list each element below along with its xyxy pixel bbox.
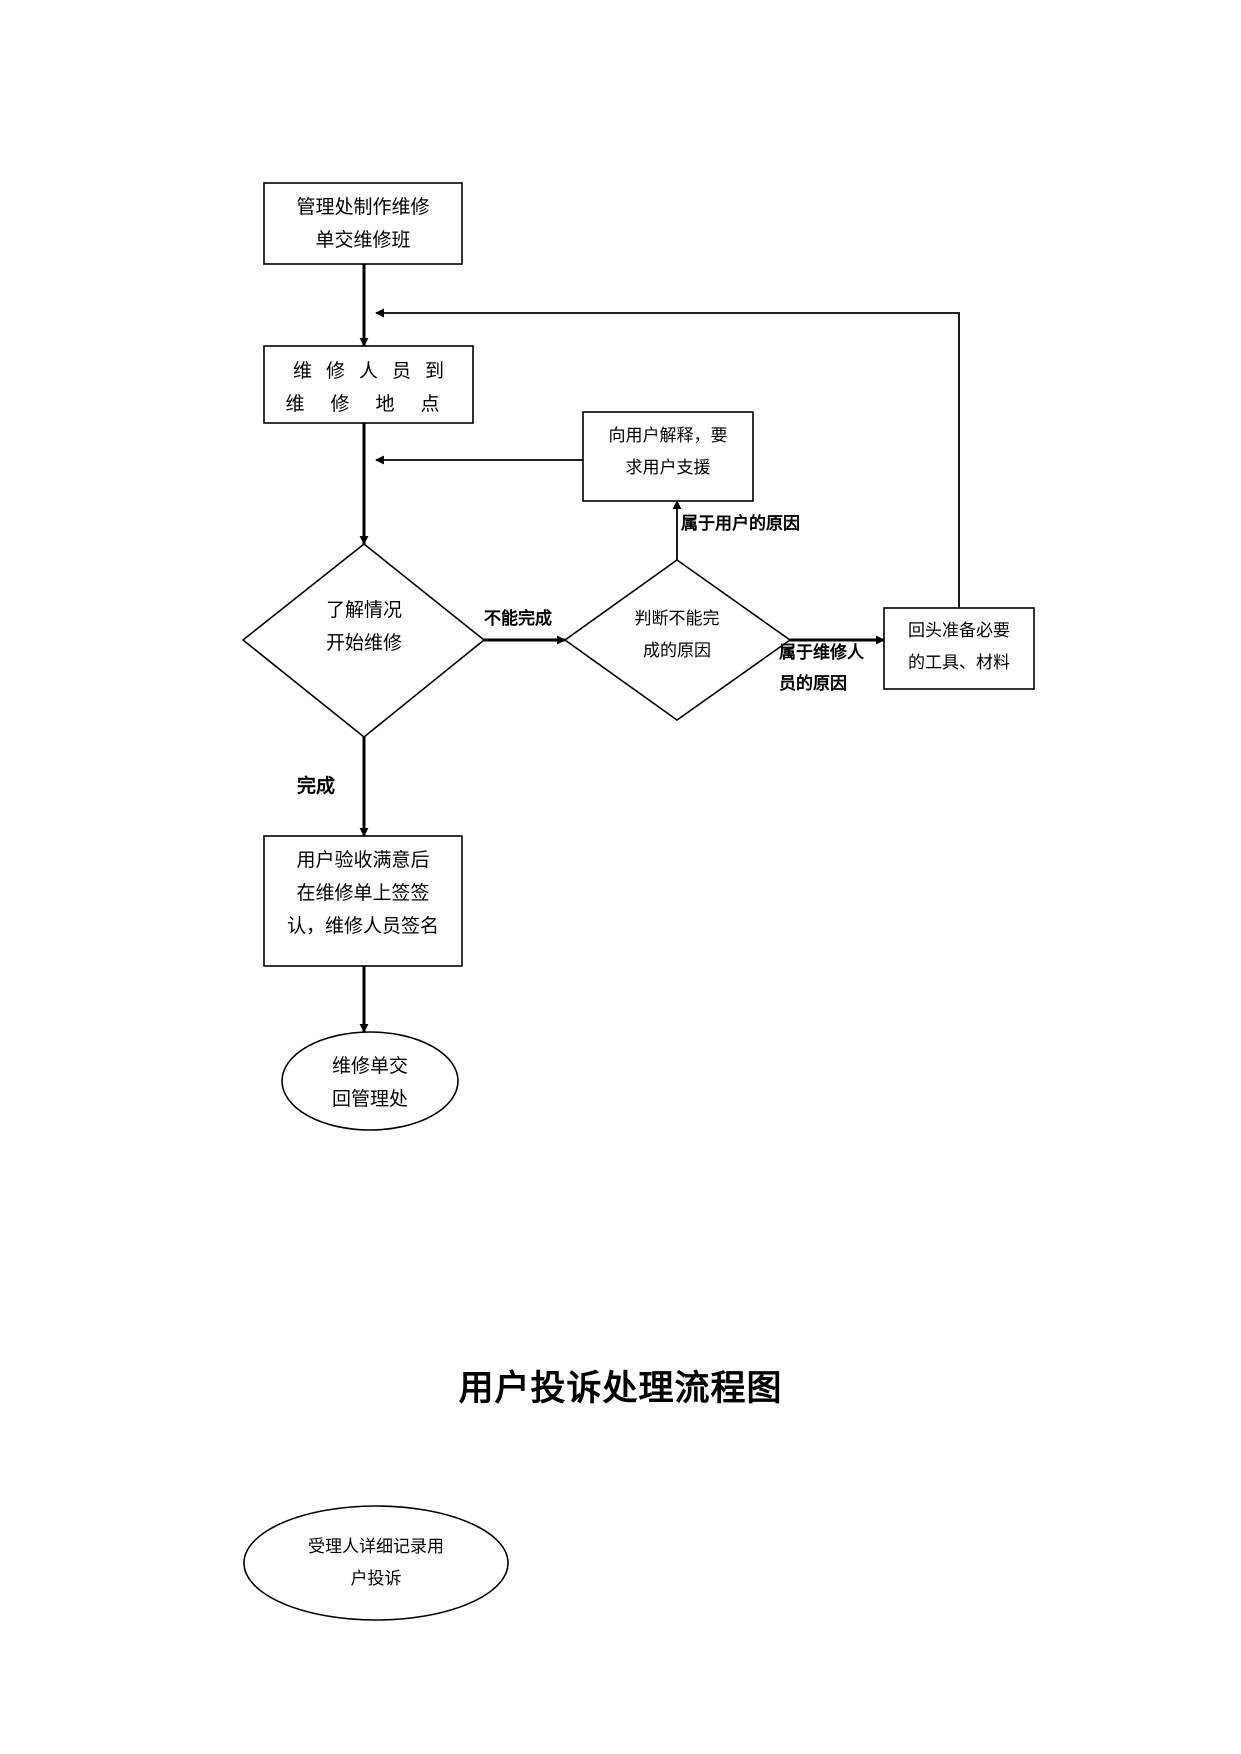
arrive-site-line2: 维修地点 bbox=[285, 393, 466, 415]
create-order-text: 管理处制作维修 单交维修班 bbox=[264, 191, 462, 257]
user-accept-line2: 在维修单上签签 bbox=[296, 882, 430, 904]
user-accept-line1: 用户验收满意后 bbox=[296, 849, 430, 871]
judge-reason-line2: 成的原因 bbox=[643, 641, 711, 661]
record-complaint-line1: 受理人详细记录用 bbox=[308, 1537, 444, 1557]
explain-to-user-text: 向用户解释，要 求用户支援 bbox=[583, 420, 753, 484]
prepare-tools-line1: 回头准备必要 bbox=[908, 621, 1010, 641]
user-accept-box bbox=[263, 835, 463, 967]
return-order-ellipse bbox=[281, 1031, 459, 1131]
create-order-box bbox=[263, 182, 463, 265]
explain-to-user-line1: 向用户解释，要 bbox=[608, 426, 728, 446]
prepare-tools-box bbox=[883, 607, 1035, 690]
user-accept-line3: 认，维修人员签名 bbox=[286, 915, 439, 937]
create-order-line1: 管理处制作维修 bbox=[296, 196, 430, 218]
return-order-text: 维修单交 回管理处 bbox=[300, 1050, 440, 1116]
record-complaint-ellipse bbox=[243, 1505, 509, 1621]
record-complaint-line2: 户投诉 bbox=[350, 1569, 402, 1589]
label-cannot-complete: 不能完成 bbox=[484, 609, 552, 629]
understand-repair-line1: 了解情况 bbox=[325, 599, 402, 621]
arrive-site-box bbox=[263, 345, 474, 424]
arrive-site-line1: 维修人员到 bbox=[292, 360, 458, 382]
label-staff-reason-line2: 员的原因 bbox=[779, 674, 847, 694]
page-title: 用户投诉处理流程图 bbox=[458, 1368, 783, 1409]
prepare-tools-line2: 的工具、材料 bbox=[908, 653, 1010, 673]
explain-to-user-line2: 求用户支援 bbox=[625, 458, 711, 478]
edge-prepare-to-main bbox=[375, 308, 960, 608]
label-complete: 完成 bbox=[297, 775, 336, 797]
label-user-reason: 属于用户的原因 bbox=[681, 514, 800, 534]
understand-repair-text: 了解情况 开始维修 bbox=[294, 594, 434, 660]
return-order-line2: 回管理处 bbox=[331, 1088, 408, 1110]
create-order-line2: 单交维修班 bbox=[315, 229, 411, 251]
arrive-site-text: 维修人员到 维修地点 bbox=[278, 355, 473, 421]
judge-reason-diamond bbox=[563, 559, 792, 721]
judge-reason-line1: 判断不能完 bbox=[634, 609, 720, 629]
judge-reason-text: 判断不能完 成的原因 bbox=[612, 603, 742, 667]
label-staff-reason: 属于维修人 员的原因 bbox=[779, 638, 864, 700]
label-staff-reason-line1: 属于维修人 bbox=[779, 643, 864, 663]
understand-repair-line2: 开始维修 bbox=[325, 632, 402, 654]
explain-to-user-box bbox=[582, 411, 754, 502]
return-order-line1: 维修单交 bbox=[331, 1055, 408, 1077]
user-accept-text: 用户验收满意后 在维修单上签签 认，维修人员签名 bbox=[264, 844, 462, 943]
prepare-tools-text: 回头准备必要 的工具、材料 bbox=[884, 615, 1034, 679]
record-complaint-text: 受理人详细记录用 户投诉 bbox=[276, 1531, 476, 1595]
